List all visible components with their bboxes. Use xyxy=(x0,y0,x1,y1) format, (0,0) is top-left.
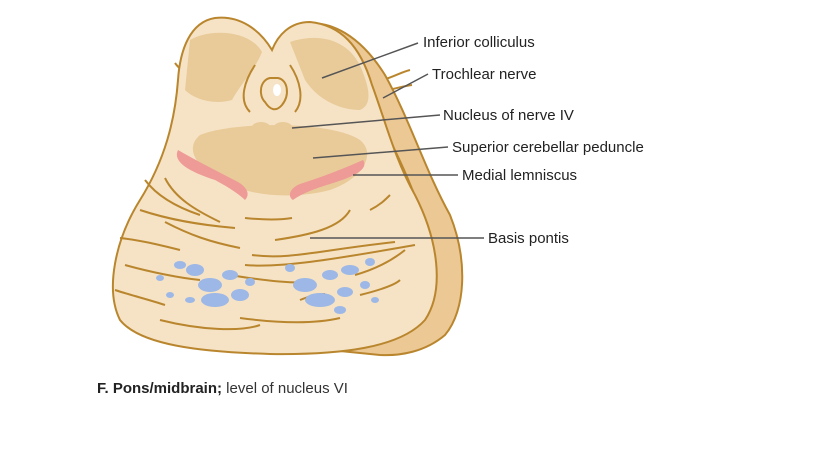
periaqueductal-outline xyxy=(242,64,302,113)
label-nucleus-of-nerve-iv: Nucleus of nerve IV xyxy=(443,107,574,124)
medial-lemniscus-left xyxy=(176,150,248,200)
nucleus-iv-right xyxy=(274,122,292,132)
leader-lines xyxy=(291,42,484,239)
label-superior-cerebellar-peduncle: Superior cerebellar peduncle xyxy=(452,139,644,156)
pontine-nuclei xyxy=(156,258,379,314)
figure-caption: F. Pons/midbrain; level of nucleus VI xyxy=(97,380,348,397)
label-inferior-colliculus: Inferior colliculus xyxy=(423,34,535,51)
label-trochlear-nerve: Trochlear nerve xyxy=(432,66,537,83)
caption-text: level of nucleus VI xyxy=(222,380,348,397)
medial-lemniscus-right xyxy=(289,160,365,200)
aqueduct-lumen xyxy=(273,84,281,96)
nucleus-iv-left xyxy=(252,122,270,132)
caption-title: F. Pons/midbrain; xyxy=(97,380,223,397)
inferior-colliculus-left xyxy=(185,32,262,102)
pontine-fibers xyxy=(114,177,416,331)
label-basis-pontis: Basis pontis xyxy=(488,230,569,247)
inferior-colliculus-right xyxy=(290,37,369,110)
label-medial-lemniscus: Medial lemniscus xyxy=(462,167,577,184)
